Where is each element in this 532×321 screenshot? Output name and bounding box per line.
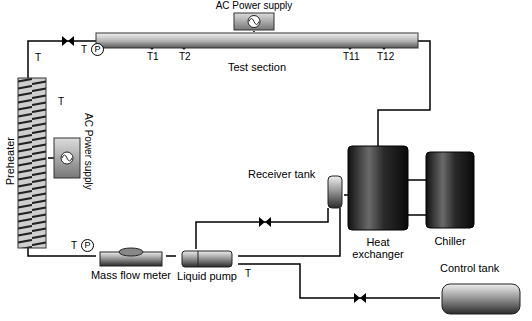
node-label: Mass flow meter [90,269,172,282]
sensor-label: T [80,44,88,56]
pipe-line [253,31,255,32]
node-label: Control tank [440,262,499,275]
sensor-label: T [57,96,65,108]
valve-symbol [62,36,366,303]
sensor-label: P [91,43,104,56]
pipe-line [408,214,426,216]
pipe-line [238,264,440,298]
node-label: AC Power supply [212,0,296,12]
power-supply-box: AC Power supply [212,0,296,31]
pipe-line [408,179,426,181]
preheater-coil: Preheater [4,78,48,248]
node-label: Test section [96,61,418,74]
mass-flow-meter: Mass flow meter [96,248,166,288]
node-label: AC Power supply [82,113,94,190]
pipe-line [238,208,340,256]
node-label: Receiver tank [248,168,315,181]
thermocouple-label: T2 [178,51,192,63]
pipe-line [196,208,328,249]
pipe-line [48,157,54,159]
control-tank: Control tank [440,262,522,316]
node-label: Heat exchanger [342,236,414,260]
liquid-pump: Liquid pump [176,249,238,287]
test-section-tube: Test section [96,32,418,74]
receiver-tank: Receiver tank [248,168,344,208]
pipe-line [28,41,96,78]
node-label: Chiller [422,235,478,248]
chiller-unit-shape [426,152,474,248]
node-label: Liquid pump [176,270,238,283]
chiller-unit: Chiller [426,152,474,248]
node-label: Preheater [4,137,16,185]
pipe-line [166,255,176,257]
pipe-line [344,194,348,196]
heat-exchanger: Heat exchanger [348,146,408,260]
power-supply-box: AC Power supply [54,112,98,204]
mass-flow-meter-shape [96,248,166,288]
sensor-label: P [81,239,94,252]
sensor-label: T [70,240,78,252]
thermocouple-label: T11 [342,51,361,63]
thermocouple-label: T1 [146,51,160,63]
sensor-label: T [34,52,42,64]
sensor-label: T [244,268,252,280]
thermocouple-label: T12 [376,51,395,63]
